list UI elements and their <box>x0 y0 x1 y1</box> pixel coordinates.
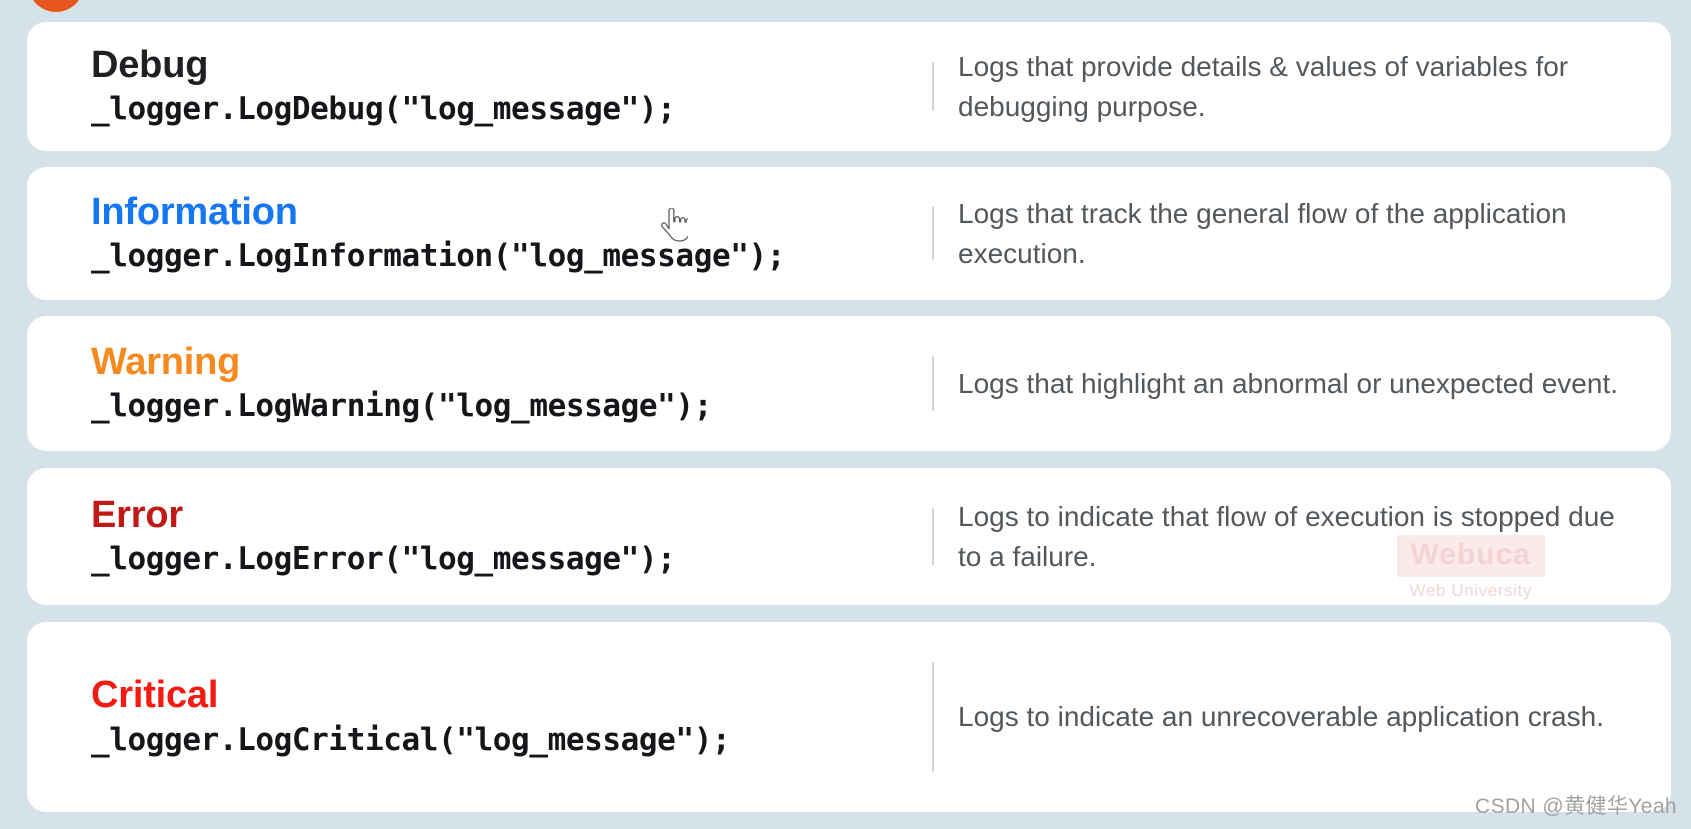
log-level-code-snippet[interactable]: _logger.LogWarning("log_message"); <box>91 388 712 425</box>
log-level-name: Error <box>91 493 183 536</box>
log-level-left-column: Debug _logger.LogDebug("log_message"); <box>27 22 932 151</box>
log-level-name: Information <box>91 190 298 233</box>
log-level-description: Logs that provide details & values of va… <box>958 50 1569 122</box>
log-level-description: Logs that highlight an abnormal or unexp… <box>958 367 1619 399</box>
log-level-code-snippet[interactable]: _logger.LogDebug("log_message"); <box>91 91 676 128</box>
log-level-description: Logs to indicate that flow of execution … <box>958 500 1615 572</box>
log-level-code-snippet[interactable]: _logger.LogCritical("log_message"); <box>91 721 731 758</box>
log-level-code-snippet[interactable]: _logger.LogError("log_message"); <box>91 541 676 578</box>
vertical-divider <box>932 356 934 411</box>
log-level-card-information[interactable]: Information _logger.LogInformation("log_m… <box>27 167 1671 300</box>
csdn-watermark: CSDN @黄健华Yeah <box>1475 795 1677 818</box>
log-level-description: Logs that track the general flow of the … <box>958 197 1567 269</box>
log-level-description: Logs to indicate an unrecoverable applic… <box>958 701 1604 733</box>
log-level-card-warning[interactable]: Warning _logger.LogWarning("log_message")… <box>27 316 1671 451</box>
vertical-divider <box>932 62 934 111</box>
log-level-right-column: Logs that provide details & values of va… <box>932 22 1671 151</box>
log-level-name: Critical <box>91 674 219 717</box>
log-level-right-column: Logs that track the general flow of the … <box>932 167 1671 300</box>
log-level-card-debug[interactable]: Debug _logger.LogDebug("log_message"); Log… <box>27 22 1671 151</box>
log-level-card-error[interactable]: Error _logger.LogError("log_message"); Web… <box>27 468 1671 605</box>
vertical-divider <box>932 662 934 772</box>
log-level-left-column: Warning _logger.LogWarning("log_message")… <box>27 316 932 451</box>
log-level-code-snippet[interactable]: _logger.LogInformation("log_message"); <box>91 238 786 275</box>
log-level-name: Warning <box>91 340 241 383</box>
log-level-name: Debug <box>91 43 209 86</box>
log-level-left-column: Information _logger.LogInformation("log_m… <box>27 167 932 300</box>
log-level-left-column: Error _logger.LogError("log_message"); <box>27 468 932 605</box>
log-level-right-column: Logs that highlight an abnormal or unexp… <box>932 316 1671 451</box>
background-watermark-subtitle: Web University <box>1409 580 1532 600</box>
log-level-right-column: Logs to indicate an unrecoverable applic… <box>932 622 1671 812</box>
vertical-divider <box>932 508 934 565</box>
vertical-divider <box>932 207 934 260</box>
log-level-left-column: Critical _logger.LogCritical("log_message… <box>27 622 932 812</box>
log-level-card-critical[interactable]: Critical _logger.LogCritical("log_message… <box>27 622 1671 812</box>
